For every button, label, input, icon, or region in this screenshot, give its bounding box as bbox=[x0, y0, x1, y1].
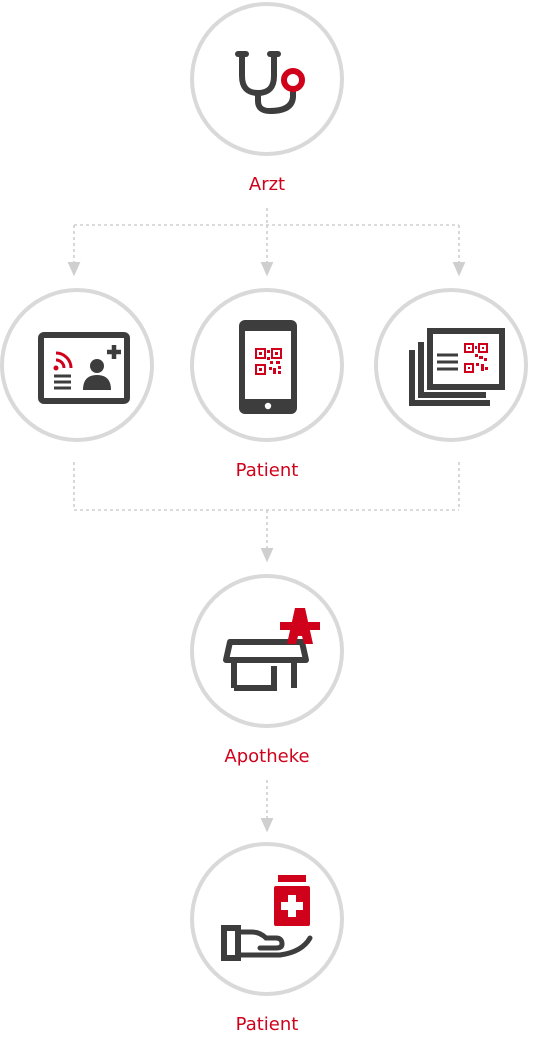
paper-prescription-node bbox=[374, 288, 528, 442]
health-card-nfc-icon bbox=[38, 332, 130, 404]
hand-medicine-icon bbox=[221, 875, 313, 961]
patient-group-label: Patient bbox=[235, 460, 299, 481]
pharmacy-node bbox=[190, 574, 344, 728]
doctor-label: Arzt bbox=[248, 174, 286, 195]
smartphone-qr-icon bbox=[239, 320, 297, 414]
patient-final-label: Patient bbox=[235, 1014, 299, 1035]
pharmacy-label: Apotheke bbox=[224, 746, 310, 767]
stethoscope-icon bbox=[235, 51, 305, 115]
patient-final-node bbox=[190, 842, 344, 996]
paper-prescription-qr-icon bbox=[409, 328, 505, 406]
health-card-node bbox=[0, 288, 154, 442]
doctor-node bbox=[190, 2, 344, 156]
smartphone-node bbox=[190, 288, 344, 442]
pharmacy-icon bbox=[223, 608, 320, 691]
